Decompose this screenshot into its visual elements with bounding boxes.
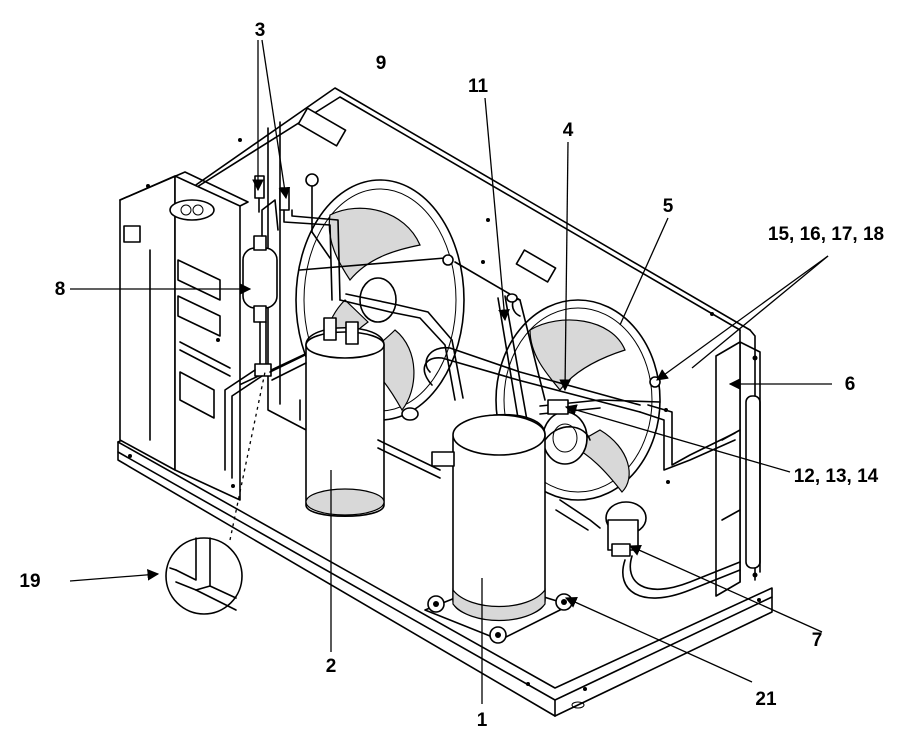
callout-9: 9 [376, 53, 387, 74]
condenser-fan-right [495, 299, 661, 501]
filter-drier [242, 199, 279, 377]
condenser-coil-side [715, 341, 761, 597]
callout-15-16-17-18: 15, 16, 17, 18 [768, 224, 884, 245]
callout-21: 21 [755, 689, 777, 710]
callout-7: 7 [812, 630, 823, 651]
callout-12-13-14: 12, 13, 14 [794, 466, 879, 487]
suction-accumulator [605, 501, 647, 557]
callout-11: 11 [468, 76, 489, 97]
callout-19: 19 [19, 571, 40, 592]
callout-6: 6 [845, 374, 856, 395]
callout-labels: 3 9 11 4 5 15, 16, 17, 18 8 6 12, 13, 14… [19, 20, 884, 731]
callout-2: 2 [326, 656, 337, 677]
liquid-receiver [305, 317, 385, 517]
callout-4: 4 [563, 120, 574, 141]
callout-1: 1 [477, 710, 488, 731]
callout-leaders [69, 39, 832, 704]
compressor [424, 413, 591, 644]
refrigerant-piping [224, 293, 741, 599]
detail-view-19 [165, 371, 266, 615]
callout-5: 5 [663, 196, 674, 217]
control-box [119, 171, 249, 501]
callout-3: 3 [255, 20, 266, 41]
callout-8: 8 [55, 279, 66, 300]
